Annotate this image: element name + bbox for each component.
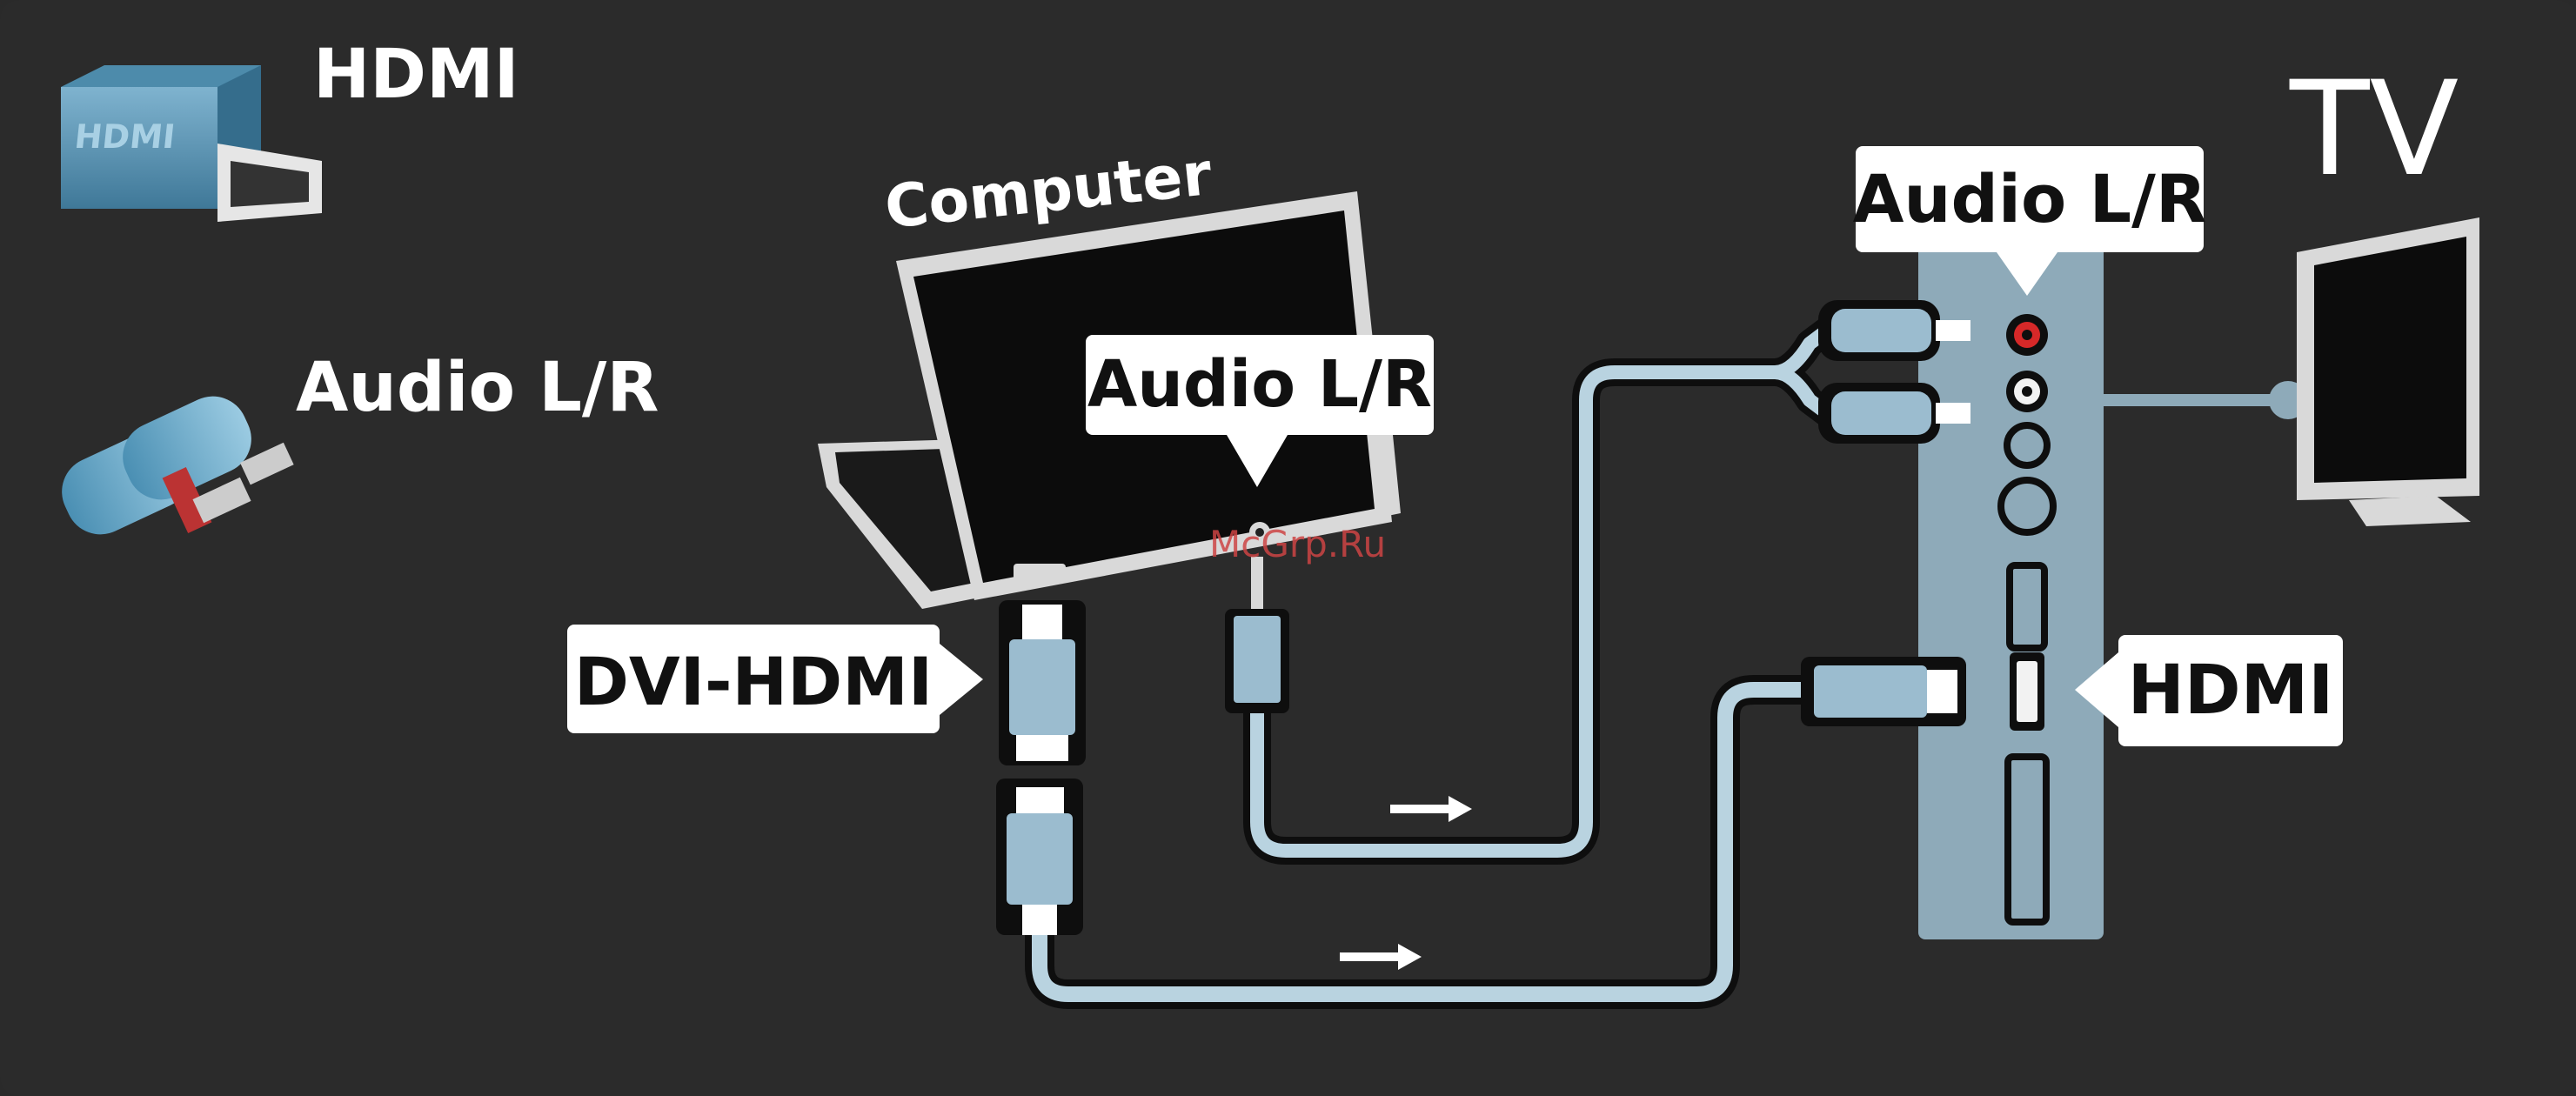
dvi-hdmi-callout: DVI-HDMI [567,625,983,733]
computer-audio-label: Audio L/R [1087,347,1432,422]
tv-audio-label: Audio L/R [1853,160,2207,237]
dvi-hdmi-label: DVI-HDMI [574,643,933,720]
legend-hdmi-label: HDMI [313,36,519,114]
hdmi-plug-tv [1801,657,1966,726]
watermark: McGrp.Ru [1209,523,1386,565]
svg-text:HDMI: HDMI [73,117,177,156]
tv-title: TV [2289,54,2459,205]
tv-hdmi-label: HDMI [2128,652,2334,730]
legend-audio-label: Audio L/R [296,349,659,427]
